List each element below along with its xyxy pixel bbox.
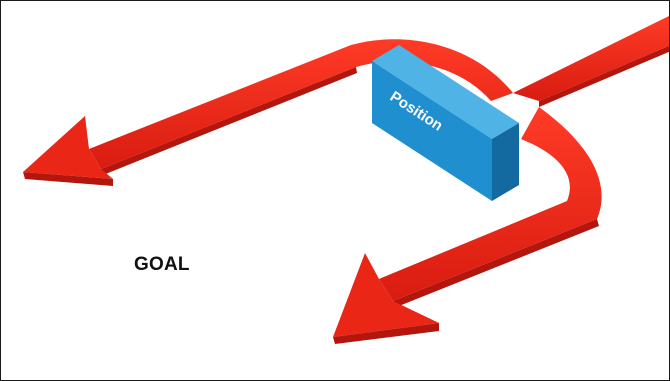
- position-block-top: [372, 45, 519, 139]
- down-branch-shaft: [379, 107, 602, 301]
- incoming-arrow-shaft-edge: [539, 45, 669, 107]
- position-block-side: [492, 123, 519, 201]
- down-arrowhead-edge: [333, 323, 439, 344]
- left-arrowhead-edge: [23, 172, 113, 186]
- down-arrowhead: [333, 253, 439, 337]
- left-branch-shaft: [89, 39, 513, 169]
- position-block: Position: [372, 45, 519, 201]
- left-arrowhead: [23, 116, 113, 179]
- left-branch-shaft-edge: [101, 67, 357, 175]
- down-branch-shaft-edge: [393, 219, 599, 308]
- incoming-arrow-shaft: [513, 15, 669, 101]
- position-block-front: [372, 61, 492, 201]
- goal-label: GOAL: [134, 254, 190, 275]
